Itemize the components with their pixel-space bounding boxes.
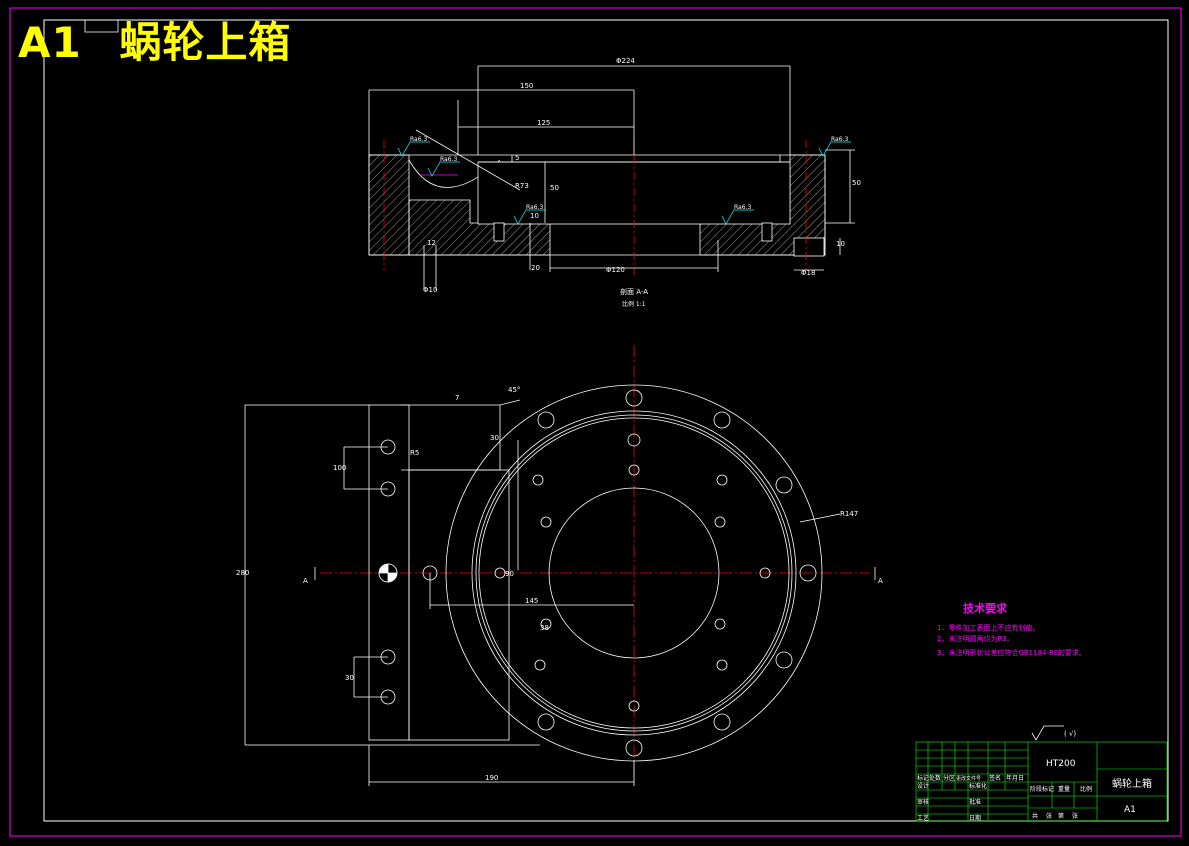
dim-125: 125 — [537, 119, 550, 127]
plan-dim-190: 190 — [485, 774, 498, 782]
dim-12: 12 — [427, 239, 436, 247]
roughness-tag-2: Ra6.3 — [831, 136, 848, 143]
top-lug — [401, 404, 501, 471]
section-view — [368, 65, 855, 290]
title-block-material: HT200 — [1046, 759, 1076, 769]
bore — [548, 487, 720, 659]
dim-50: 50 — [550, 184, 559, 192]
tech-requirement-1: 1、零件加工表面上不应有划痕。 — [937, 623, 1039, 632]
tb-row-label-2: 分区 — [943, 774, 955, 782]
plan-view — [244, 345, 876, 786]
dim-d10: Φ10 — [423, 286, 437, 294]
plan-dim-r5: R5 — [410, 449, 419, 457]
section-left-wall — [368, 154, 410, 256]
tb-row-label-0: 标记 — [917, 774, 929, 782]
tb-stage-label-1: 重量 — [1058, 785, 1070, 793]
plan-dim-38: 38 — [540, 624, 549, 632]
roughness-tag-4: Ra6.3 — [734, 204, 751, 211]
flange-rim-1 — [471, 410, 797, 736]
plan-dim-45deg: 45° — [508, 386, 520, 394]
tb-row-label-3: 更改文件号 — [956, 775, 981, 782]
plan-dim-145: 145 — [525, 597, 538, 605]
section-mark-right: A — [878, 577, 883, 585]
tb-mid-label-2: 日期 — [969, 814, 981, 822]
tech-requirements-title: 技术要求 — [963, 601, 1008, 615]
bolt-holes — [378, 389, 817, 757]
tb-sheet-label-1: 张 — [1046, 812, 1052, 820]
tb-row-label-1: 处数 — [929, 774, 941, 782]
tb-left-label-0: 设计 — [917, 782, 929, 790]
flange-rim-2 — [475, 414, 793, 732]
roughness-tags — [397, 141, 851, 225]
dim-10-right: 10 — [836, 240, 845, 248]
tb-left-label-2: 工艺 — [917, 814, 929, 822]
tb-stage-label-0: 阶段标记 — [1030, 785, 1054, 793]
tech-requirement-3: 3、未注明形状公差应符合GB1184-80的要求。 — [937, 648, 1086, 657]
paper-size-label: A1 — [18, 18, 82, 67]
tb-sheet-label-3: 张 — [1072, 812, 1078, 820]
plan-dim-280: 280 — [236, 569, 249, 577]
dim-150: 150 — [520, 82, 533, 90]
dim-d18: Φ18 — [801, 269, 815, 277]
plan-dim-30-bottom: 30 — [345, 674, 354, 682]
tb-sheet-label-0: 共 — [1032, 812, 1038, 820]
dim-outer-diameter: Φ224 — [616, 57, 635, 65]
outer-border — [9, 7, 1182, 837]
dim-20: 20 — [531, 264, 540, 272]
section-scale: 比例 1:1 — [622, 300, 646, 308]
inner-border — [43, 19, 1169, 822]
plan-dim-100: 100 — [333, 464, 346, 472]
plan-dim-90: 90 — [505, 570, 514, 578]
roughness-tag-3: Ra6.3 — [526, 204, 543, 211]
tb-sheet-label-2: 第 — [1058, 812, 1064, 820]
tb-stage-label-2: 比例 — [1080, 785, 1092, 793]
dim-d120: Φ120 — [606, 266, 625, 274]
section-outline — [368, 154, 826, 256]
part-name-label: 蜗轮上箱 — [119, 18, 292, 67]
dim-r73: R73 — [515, 182, 529, 190]
section-mark-left: A — [303, 577, 308, 585]
title-block — [915, 741, 1168, 822]
dim-5: 5 — [515, 154, 519, 162]
roughness-tag-5: Ra6.3 — [440, 156, 457, 163]
tb-mid-label-1: 批准 — [969, 798, 981, 806]
drawing-header: A1 蜗轮上箱 — [18, 20, 291, 66]
dim-50-right: 50 — [852, 179, 861, 187]
tech-requirement-2: 2、未注明圆角均为R3。 — [937, 634, 1014, 643]
roughness-tag-1: Ra6.3 — [410, 136, 427, 143]
title-block-part-name: 蜗轮上箱 — [1112, 777, 1152, 790]
plan-dim-7: 7 — [455, 394, 459, 402]
tb-left-label-1: 审核 — [917, 798, 929, 806]
corner-tab — [84, 20, 119, 33]
surface-finish-symbol — [1031, 725, 1064, 741]
surface-finish-note: ( √) — [1064, 730, 1076, 738]
section-caption: 剖面 A-A — [620, 287, 648, 296]
title-block-drawing-no: A1 — [1124, 805, 1136, 815]
tb-mid-label-0: 标准化 — [969, 782, 987, 790]
plan-dim-30: 30 — [490, 434, 499, 442]
dim-10: 10 — [530, 212, 539, 220]
tb-row-label-5: 年月日 — [1006, 774, 1024, 782]
plan-dim-r147: R147 — [840, 510, 858, 518]
tb-row-label-4: 签名 — [989, 774, 1001, 782]
flange-rim-3 — [478, 417, 790, 729]
